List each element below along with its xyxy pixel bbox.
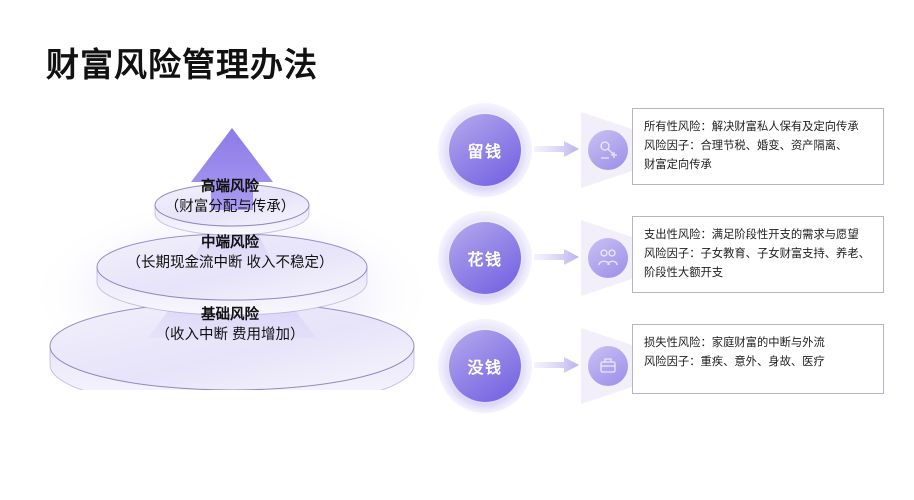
info-box-spend-money: 支出性风险：满足阶段性开支的需求与愿望 风险因子：子女教育、子女财富支持、养老、…: [632, 216, 884, 293]
badge-label: 花钱: [467, 252, 503, 269]
info-line: 损失性风险：家庭财富的中断与外流: [644, 337, 825, 349]
info-box-no-money: 损失性风险：家庭财富的中断与外流 风险因子：重疾、意外、身故、医疗: [632, 324, 884, 394]
icon-cone-no-money: [575, 324, 653, 408]
right-arrow-icon: [534, 140, 580, 158]
risk-pyramid: 高端风险 （财富分配与传承） 中端风险 （长期现金流中断 收入不稳定） 基础风险…: [20, 110, 440, 390]
badge-circle[interactable]: 没钱: [449, 330, 521, 402]
info-line: 风险因子：合理节税、婚变、资产隔离、: [644, 140, 848, 152]
icon-cone-spend-money: [575, 216, 653, 300]
risk-row-no-money: 没钱 损失性风险：家庭财富的中断与外流 风险因子：重疾: [430, 316, 900, 416]
right-arrow-icon: [534, 248, 580, 266]
info-line: 支出性风险：满足阶段性开支的需求与愿望: [644, 229, 859, 241]
badge-label: 留钱: [467, 144, 503, 161]
info-line: 财富定向传承: [644, 159, 712, 171]
badge-label: 没钱: [467, 360, 503, 377]
risk-row-spend-money: 花钱 支出性风险：满足阶段性开支的需求与愿望: [430, 208, 900, 308]
badge-no-money[interactable]: 没钱: [438, 319, 532, 413]
page-title: 财富风险管理办法: [46, 46, 318, 83]
badge-spend-money[interactable]: 花钱: [438, 211, 532, 305]
pyramid-graphic: [27, 128, 437, 390]
up-arrow-icon: [191, 128, 273, 210]
info-line: 风险因子：重疾、意外、身故、医疗: [644, 356, 825, 368]
icon-cone-keep-money: [575, 108, 653, 192]
badge-circle[interactable]: 留钱: [449, 114, 521, 186]
badge-circle[interactable]: 花钱: [449, 222, 521, 294]
loss-protection-icon: [588, 346, 628, 386]
family-spending-icon: [588, 238, 628, 278]
info-line: 阶段性大额开支: [644, 267, 724, 279]
badge-keep-money[interactable]: 留钱: [438, 103, 532, 197]
info-line: 所有性风险：解决财富私人保有及定向传承: [644, 121, 859, 133]
info-line: 风险因子：子女教育、子女财富支持、养老、: [644, 248, 870, 260]
inheritance-icon: [588, 130, 628, 170]
risk-row-keep-money: 留钱 所有性风险：解决财富: [430, 100, 900, 200]
info-box-keep-money: 所有性风险：解决财富私人保有及定向传承 风险因子：合理节税、婚变、资产隔离、 财…: [632, 108, 884, 185]
right-arrow-icon: [534, 356, 580, 374]
